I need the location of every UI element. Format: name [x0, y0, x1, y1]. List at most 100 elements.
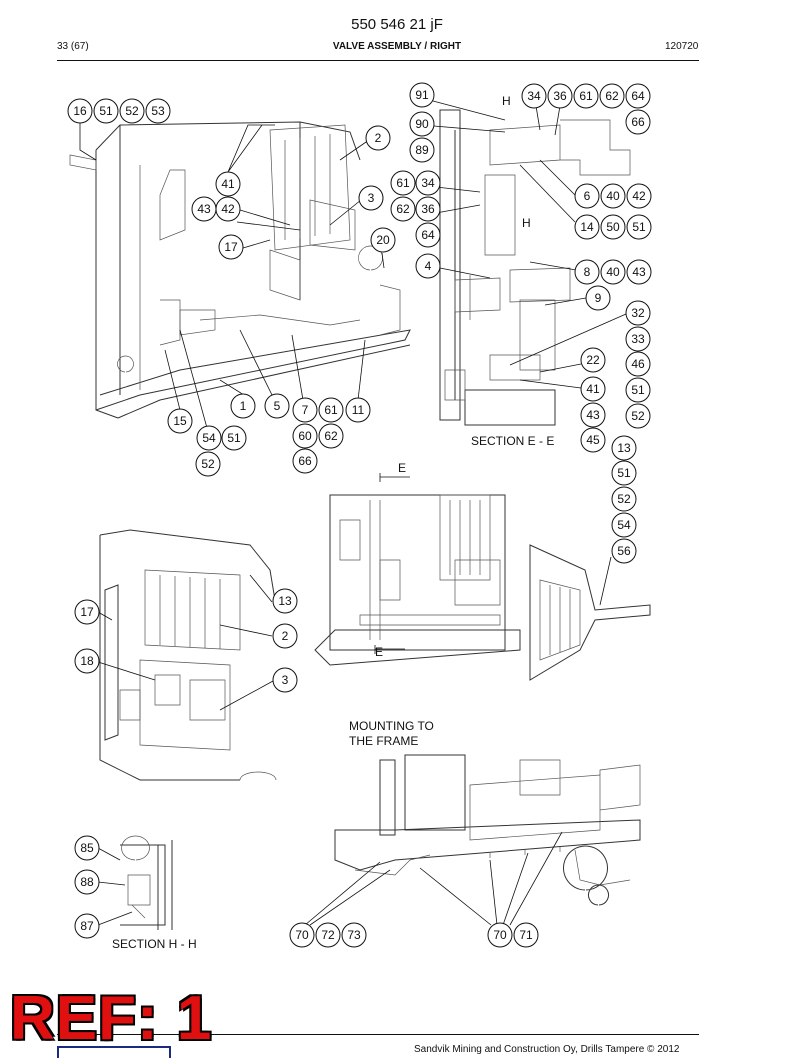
balloon-circle [600, 183, 626, 209]
balloon-item-2: 2 [272, 623, 298, 649]
balloon-item-85: 85 [74, 835, 100, 861]
balloon-item-64: 64 [625, 83, 651, 109]
section-h-h-view [120, 835, 173, 930]
balloon-circle [230, 393, 256, 419]
balloon-label: 60 [298, 429, 312, 443]
balloon-item-4: 4 [415, 253, 441, 279]
reference-stamp: REF: 1 [10, 984, 213, 1053]
balloon-label: 7 [302, 403, 309, 417]
balloon-circle [600, 259, 626, 285]
balloon-label: 8 [584, 265, 591, 279]
balloon-label: 89 [415, 143, 429, 157]
balloon-item-52: 52 [119, 98, 145, 124]
balloon-label: 46 [631, 357, 645, 371]
balloon-item-62: 62 [390, 196, 416, 222]
balloon-label: 9 [595, 291, 602, 305]
balloon-label: 18 [80, 654, 94, 668]
balloon-circle [625, 377, 651, 403]
side-view [529, 544, 651, 681]
balloon-circle [218, 234, 244, 260]
balloon-item-13: 13 [272, 588, 298, 614]
balloon-label: 43 [197, 202, 211, 216]
balloon-item-70: 70 [289, 922, 315, 948]
balloon-circle [611, 538, 637, 564]
balloon-label: 91 [415, 88, 429, 102]
balloon-item-89: 89 [409, 137, 435, 163]
balloon-item-88: 88 [74, 869, 100, 895]
balloon-circle [74, 835, 100, 861]
balloon-circle [409, 111, 435, 137]
balloon-item-73: 73 [341, 922, 367, 948]
balloon-label: 41 [586, 382, 600, 396]
balloon-circle [318, 397, 344, 423]
balloon-label: 13 [278, 594, 292, 608]
balloon-circle [119, 98, 145, 124]
balloon-item-87: 87 [74, 913, 100, 939]
balloon-circle [365, 125, 391, 151]
balloon-item-90: 90 [409, 111, 435, 137]
balloon-item-52: 52 [611, 486, 637, 512]
balloon-item-43: 43 [580, 402, 606, 428]
balloon-label: 50 [606, 220, 620, 234]
balloon-item-70: 70 [487, 922, 513, 948]
balloon-circle [625, 300, 651, 326]
balloon-item-13: 13 [611, 435, 637, 461]
balloon-label: 20 [376, 233, 390, 247]
balloon-item-41: 41 [215, 171, 241, 197]
balloon-circle [574, 259, 600, 285]
valve-block-detail-view [99, 529, 277, 781]
balloon-label: 14 [580, 220, 594, 234]
balloon-circle [93, 98, 119, 124]
section-e-e-view [439, 109, 631, 426]
balloon-circle [409, 137, 435, 163]
balloon-label: 54 [617, 518, 631, 532]
section-h-marker-mid: H [522, 216, 531, 230]
balloon-label: 62 [605, 89, 619, 103]
balloon-item-5: 5 [264, 393, 290, 419]
balloon-label: 61 [579, 89, 593, 103]
balloon-item-11: 11 [345, 397, 371, 423]
balloon-circle [74, 913, 100, 939]
balloon-item-43: 43 [626, 259, 652, 285]
balloon-item-40: 40 [600, 183, 626, 209]
balloon-circle [196, 425, 222, 451]
balloon-circle [415, 170, 441, 196]
balloon-label: 1 [240, 399, 247, 413]
balloon-label: 34 [421, 176, 435, 190]
balloon-circle [341, 922, 367, 948]
balloon-item-51: 51 [93, 98, 119, 124]
balloon-circle [415, 196, 441, 222]
balloon-item-46: 46 [625, 351, 651, 377]
section-h-marker-top: H [502, 94, 511, 108]
balloon-label: 56 [617, 544, 631, 558]
balloon-item-6: 6 [574, 183, 600, 209]
balloon-circle [626, 214, 652, 240]
balloon-circle [345, 397, 371, 423]
header-divider [57, 60, 699, 61]
balloon-circle [264, 393, 290, 419]
balloon-item-61: 61 [318, 397, 344, 423]
balloon-label: 40 [606, 265, 620, 279]
balloon-item-54: 54 [611, 512, 637, 538]
balloon-label: 52 [125, 104, 139, 118]
balloon-circle [390, 170, 416, 196]
balloon-item-91: 91 [409, 82, 435, 108]
balloon-label: 87 [80, 919, 94, 933]
balloon-label: 61 [396, 176, 410, 190]
page-title: VALVE ASSEMBLY / RIGHT [332, 41, 462, 52]
balloon-circle [415, 253, 441, 279]
document-date: 120720 [665, 41, 699, 52]
balloon-circle [574, 214, 600, 240]
balloon-item-51: 51 [626, 214, 652, 240]
balloon-label: 54 [202, 431, 216, 445]
balloon-circle [74, 648, 100, 674]
balloon-circle [215, 171, 241, 197]
balloon-circle [547, 83, 573, 109]
balloon-item-52: 52 [625, 403, 651, 429]
mounting-to-frame-view [334, 754, 641, 906]
balloon-label: 3 [282, 673, 289, 687]
balloon-label: 85 [80, 841, 94, 855]
balloon-circle [611, 460, 637, 486]
balloon-item-61: 61 [573, 83, 599, 109]
balloon-label: 66 [631, 115, 645, 129]
